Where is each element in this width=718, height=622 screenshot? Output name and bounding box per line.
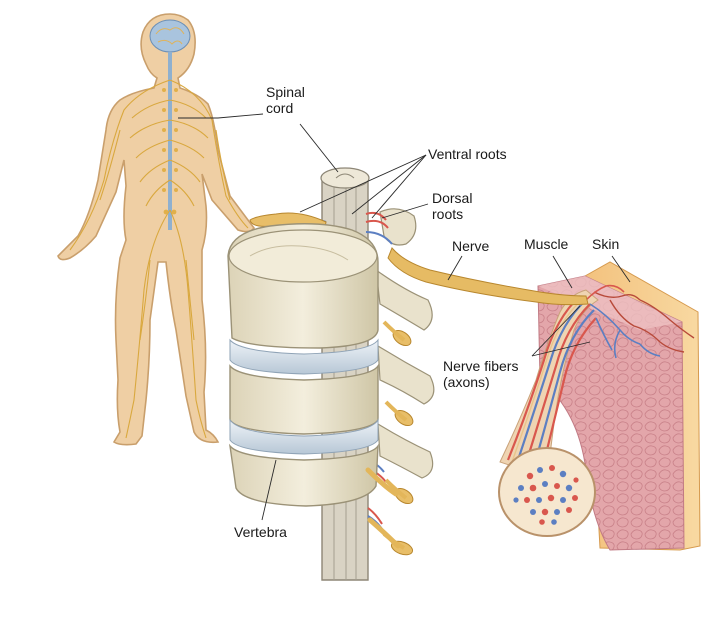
disc-2: [229, 418, 379, 455]
vertebral-bodies: [227, 223, 379, 507]
leader-nerve: [447, 255, 463, 281]
nerve-bundle: [498, 284, 661, 537]
leader-vertebra: [261, 459, 277, 521]
leader-ventral-2: [351, 154, 427, 215]
leader-ventral-3: [371, 154, 427, 219]
leader-fibers-2: [531, 341, 591, 357]
spinal-column: [227, 167, 589, 581]
leader-skin: [611, 255, 631, 283]
leader-lines: [178, 113, 631, 521]
leader-ventral-1: [299, 154, 427, 213]
label-dorsal-roots: Dorsal roots: [432, 190, 473, 222]
label-muscle: Muscle: [524, 236, 569, 252]
human-figure: [57, 13, 255, 446]
label-nerve-fibers: Nerve fibers (axons): [443, 358, 519, 390]
vertebra-3: [228, 443, 379, 507]
skin-vessels: [593, 291, 695, 353]
leader-spinal-cord-figure: [178, 113, 264, 119]
leader-spinal-cord-spine: [299, 123, 339, 173]
main-nerve: [387, 247, 589, 306]
ganglia: [162, 88, 178, 215]
muscle-skin-block: [537, 261, 701, 551]
peripheral-nerves: [69, 79, 249, 439]
leader-dorsal: [381, 203, 429, 219]
axon-terminals: [585, 284, 661, 359]
disc-1: [229, 338, 379, 375]
dorsal-root-ganglia: [382, 320, 414, 556]
label-spinal-cord: Spinal cord: [266, 84, 305, 116]
body-silhouette: [57, 13, 255, 446]
cross-section-axons: [513, 465, 579, 525]
nerve-cross-section: [498, 447, 596, 537]
label-skin: Skin: [592, 236, 620, 252]
brain: [149, 19, 191, 53]
spinous-processes: [375, 208, 435, 479]
spinal-cord-top: [320, 167, 370, 189]
label-vertebra: Vertebra: [234, 524, 287, 540]
label-nerve: Nerve: [452, 238, 490, 254]
vertebra-2: [229, 363, 379, 435]
leader-muscle: [552, 255, 573, 289]
label-ventral-roots: Ventral roots: [428, 146, 507, 162]
leader-fibers-1: [531, 305, 581, 357]
